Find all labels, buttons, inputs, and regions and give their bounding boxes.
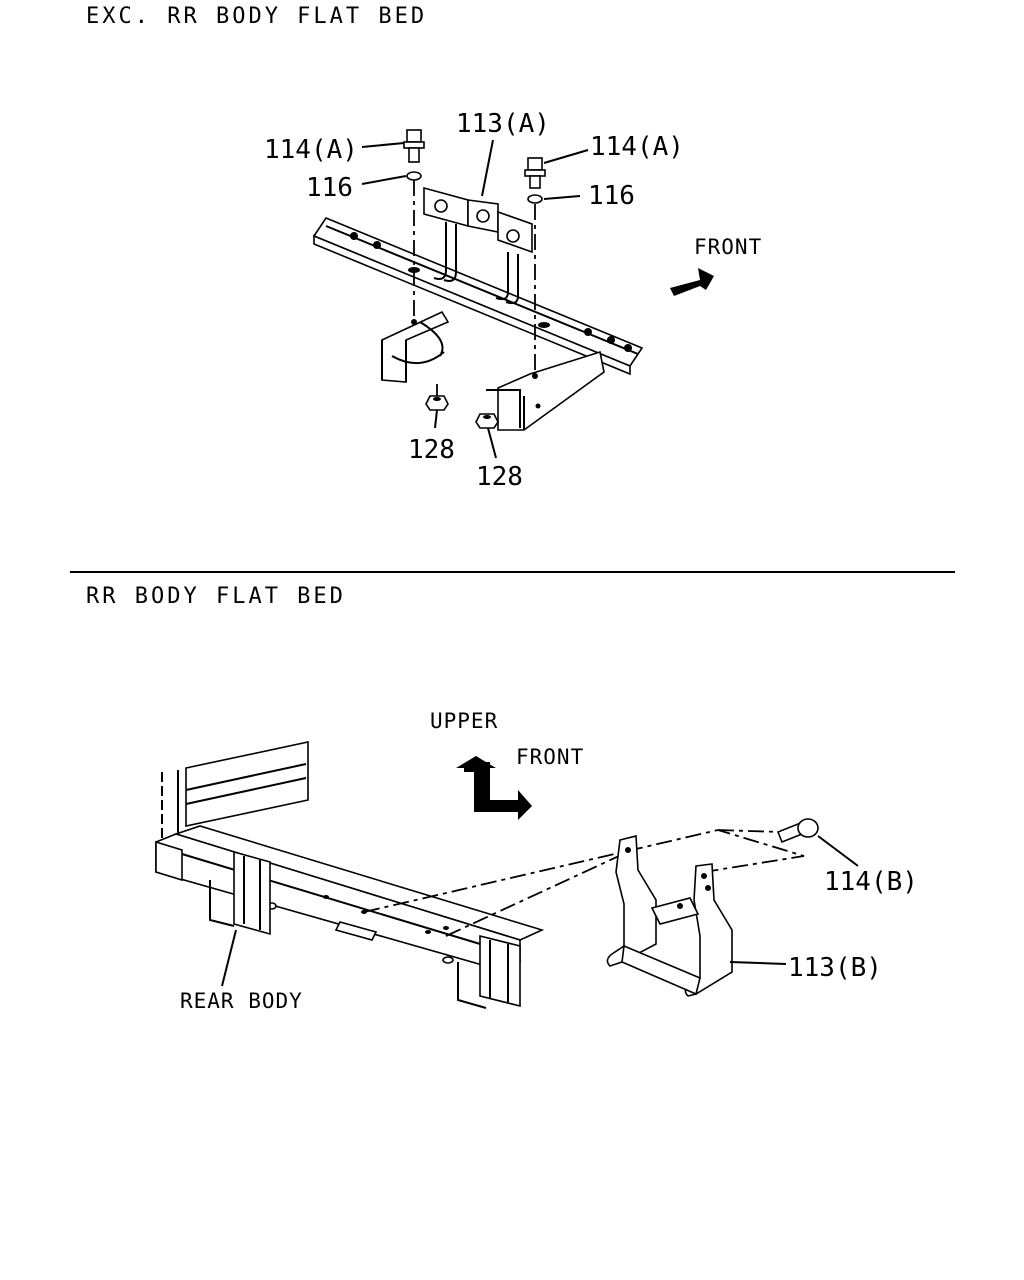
label-116-left: 116 [306,173,353,203]
label-128-left: 128 [408,435,455,465]
label-128-right: 128 [476,462,523,492]
bolt-114b [776,818,819,844]
nut-128-left [425,395,449,411]
label-114b: 114(B) [824,867,918,897]
top-exploded-view: 114(A) 116 113(A) 114(A) 116 128 128 FRO… [264,109,762,492]
label-116-right: 116 [588,181,635,211]
label-113a: 113(A) [456,109,550,139]
bottom-exploded-view: 114(B) 113(B) REAR BODY UPPER FRONT [155,709,918,1013]
nut-128-right [475,413,499,429]
section-divider [70,571,955,573]
label-114a-left: 114(A) [264,135,358,165]
bracket-113b [606,834,733,997]
rear-body-post-left [209,850,271,936]
rear-body-post-right [457,934,521,1009]
front-direction-label: FRONT [694,235,762,259]
bracket-113a [423,186,533,305]
front-direction-label-bottom: FRONT [516,745,584,769]
label-113b: 113(B) [788,953,882,983]
label-rear-body: REAR BODY [180,989,303,1013]
section-title-rr-body-flat-bed: RR BODY FLAT BED [86,584,346,609]
frame-member-left [381,310,450,383]
label-114a-right: 114(A) [590,132,684,162]
upper-direction-label: UPPER [430,709,498,733]
frame-member-right [486,350,605,431]
upper-front-arrow-icon [456,756,532,820]
washer-116-right [527,194,543,204]
cross-rail [312,217,644,376]
section-title-exc-rr-body-flat-bed: EXC. RR BODY FLAT BED [86,4,428,29]
bolt-114a-left [403,129,425,163]
bolt-114a-right [524,157,546,189]
front-arrow-icon [670,268,714,296]
washer-116-left [406,171,422,181]
